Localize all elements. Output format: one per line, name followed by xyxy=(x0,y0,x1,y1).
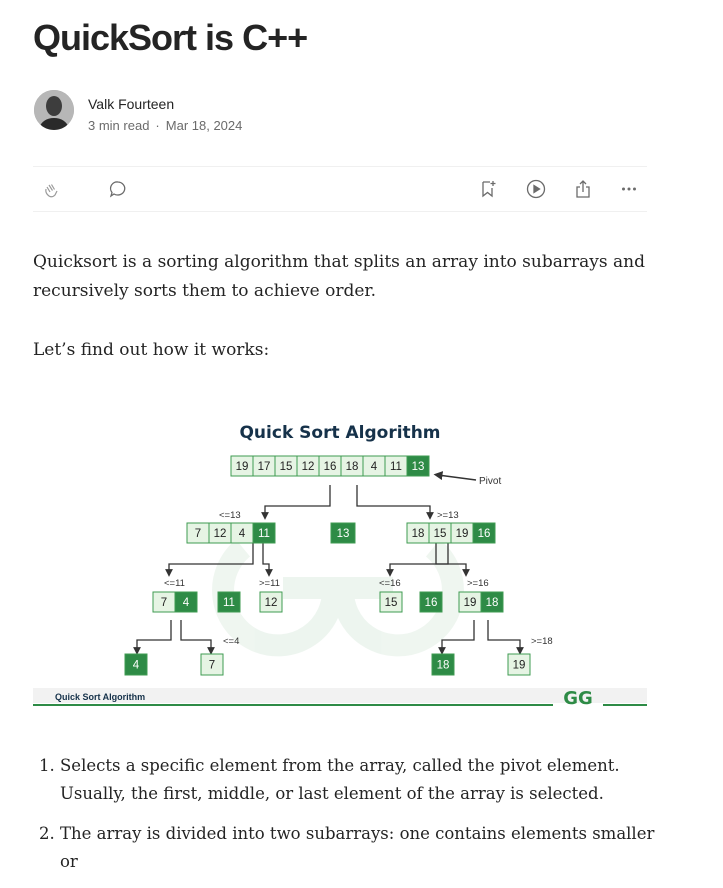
root-cell: 19 xyxy=(236,461,249,473)
author-name[interactable]: Valk Fourteen xyxy=(88,96,175,112)
level1-right-cell: 19 xyxy=(456,528,469,540)
level2-cell-box xyxy=(379,591,403,613)
level1-left-cell-box xyxy=(252,522,276,544)
diagram-heading: Quick Sort Algorithm xyxy=(239,423,440,443)
level3-cell-box xyxy=(124,653,148,676)
level1-left-cell: 12 xyxy=(214,528,227,540)
article-title: QuickSort is C++ xyxy=(33,17,308,58)
level2-cell-box xyxy=(480,591,504,613)
level2-cell-box xyxy=(174,591,198,613)
publish-date: Mar 18, 2024 xyxy=(165,118,243,133)
level1-left-cell: 11 xyxy=(258,528,270,540)
label-le4: <=4 xyxy=(223,636,239,647)
level2-cell: 4 xyxy=(183,597,190,609)
level2-cell: 18 xyxy=(486,597,499,609)
root-cell: 4 xyxy=(371,461,378,473)
level2-cell-box xyxy=(419,591,443,613)
level2-cell: 11 xyxy=(223,597,235,609)
lead-paragraph: Let’s find out how it works: xyxy=(33,340,270,360)
level3-cell: 18 xyxy=(437,660,450,672)
article-action-bar xyxy=(33,166,647,212)
level2-cell: 16 xyxy=(425,597,438,609)
level1-right-cell: 18 xyxy=(412,528,425,540)
list-item: Selects a specific element from the arra… xyxy=(60,752,660,808)
share-icon[interactable] xyxy=(572,178,594,200)
article-meta: 3 min read · Mar 18, 2024 xyxy=(88,118,242,133)
root-cell: 16 xyxy=(324,461,337,473)
level2-cell: 15 xyxy=(385,597,398,609)
level1-pivot-cell: 13 xyxy=(337,528,350,540)
author-avatar[interactable] xyxy=(34,90,74,130)
level1-pivot-cell-box xyxy=(330,522,356,544)
meta-separator: · xyxy=(155,118,160,133)
level3-cell: 4 xyxy=(133,660,140,672)
bookmark-icon[interactable] xyxy=(477,178,499,200)
root-cell: 11 xyxy=(390,461,402,473)
level3-cell: 7 xyxy=(209,660,215,672)
root-cell: 12 xyxy=(302,461,315,473)
comment-icon[interactable] xyxy=(107,178,129,200)
watermark-logo xyxy=(212,539,464,657)
quicksort-diagram: Quick Sort Algorithm 19 17 15 12 16 18 4 11 13 P… xyxy=(33,423,647,708)
level1-left-cell: 7 xyxy=(195,528,201,540)
clap-icon[interactable] xyxy=(40,178,62,200)
level3-cell-box xyxy=(200,653,224,676)
pivot-label: Pivot xyxy=(479,476,501,487)
label-le16: <=16 xyxy=(379,578,401,589)
root-cell: 17 xyxy=(258,461,271,473)
listen-icon[interactable] xyxy=(525,178,547,200)
level2-cell: 12 xyxy=(265,597,278,609)
level2-cell: 7 xyxy=(161,597,167,609)
pivot-pointer: Pivot xyxy=(433,471,501,487)
label-ge13: >=13 xyxy=(437,510,459,521)
level2-cell-box xyxy=(259,591,283,613)
level1-right-cell: 16 xyxy=(478,528,491,540)
list-item: The array is divided into two subarrays:… xyxy=(60,820,660,876)
level1-right-cell-box xyxy=(472,522,496,544)
level3-cell-box xyxy=(431,653,455,676)
root-array: 19 17 15 12 16 18 4 11 13 xyxy=(230,455,430,477)
level2-cell-box xyxy=(217,591,241,613)
steps-list: Selects a specific element from the arra… xyxy=(33,752,660,888)
level1-right-cell: 15 xyxy=(434,528,447,540)
root-cell: 18 xyxy=(346,461,359,473)
level3-cell-box xyxy=(507,653,531,676)
label-le11: <=11 xyxy=(164,578,185,589)
label-ge18: >=18 xyxy=(531,636,553,647)
gfg-logo: GG xyxy=(563,688,593,708)
intro-paragraph: Quicksort is a sorting algorithm that sp… xyxy=(33,252,645,301)
level2-cell: 19 xyxy=(464,597,477,609)
level3-cell: 19 xyxy=(513,660,526,672)
root-cell: 13 xyxy=(412,461,425,473)
root-cell-box xyxy=(406,455,430,477)
figure-caption: Quick Sort Algorithm xyxy=(55,692,145,702)
root-cell: 15 xyxy=(280,461,293,473)
label-le13: <=13 xyxy=(219,510,241,521)
label-ge11: >=11 xyxy=(259,578,280,589)
read-time: 3 min read xyxy=(88,118,150,133)
more-icon[interactable] xyxy=(618,178,640,200)
label-ge16: >=16 xyxy=(467,578,489,589)
level1-left-cell: 4 xyxy=(239,528,246,540)
